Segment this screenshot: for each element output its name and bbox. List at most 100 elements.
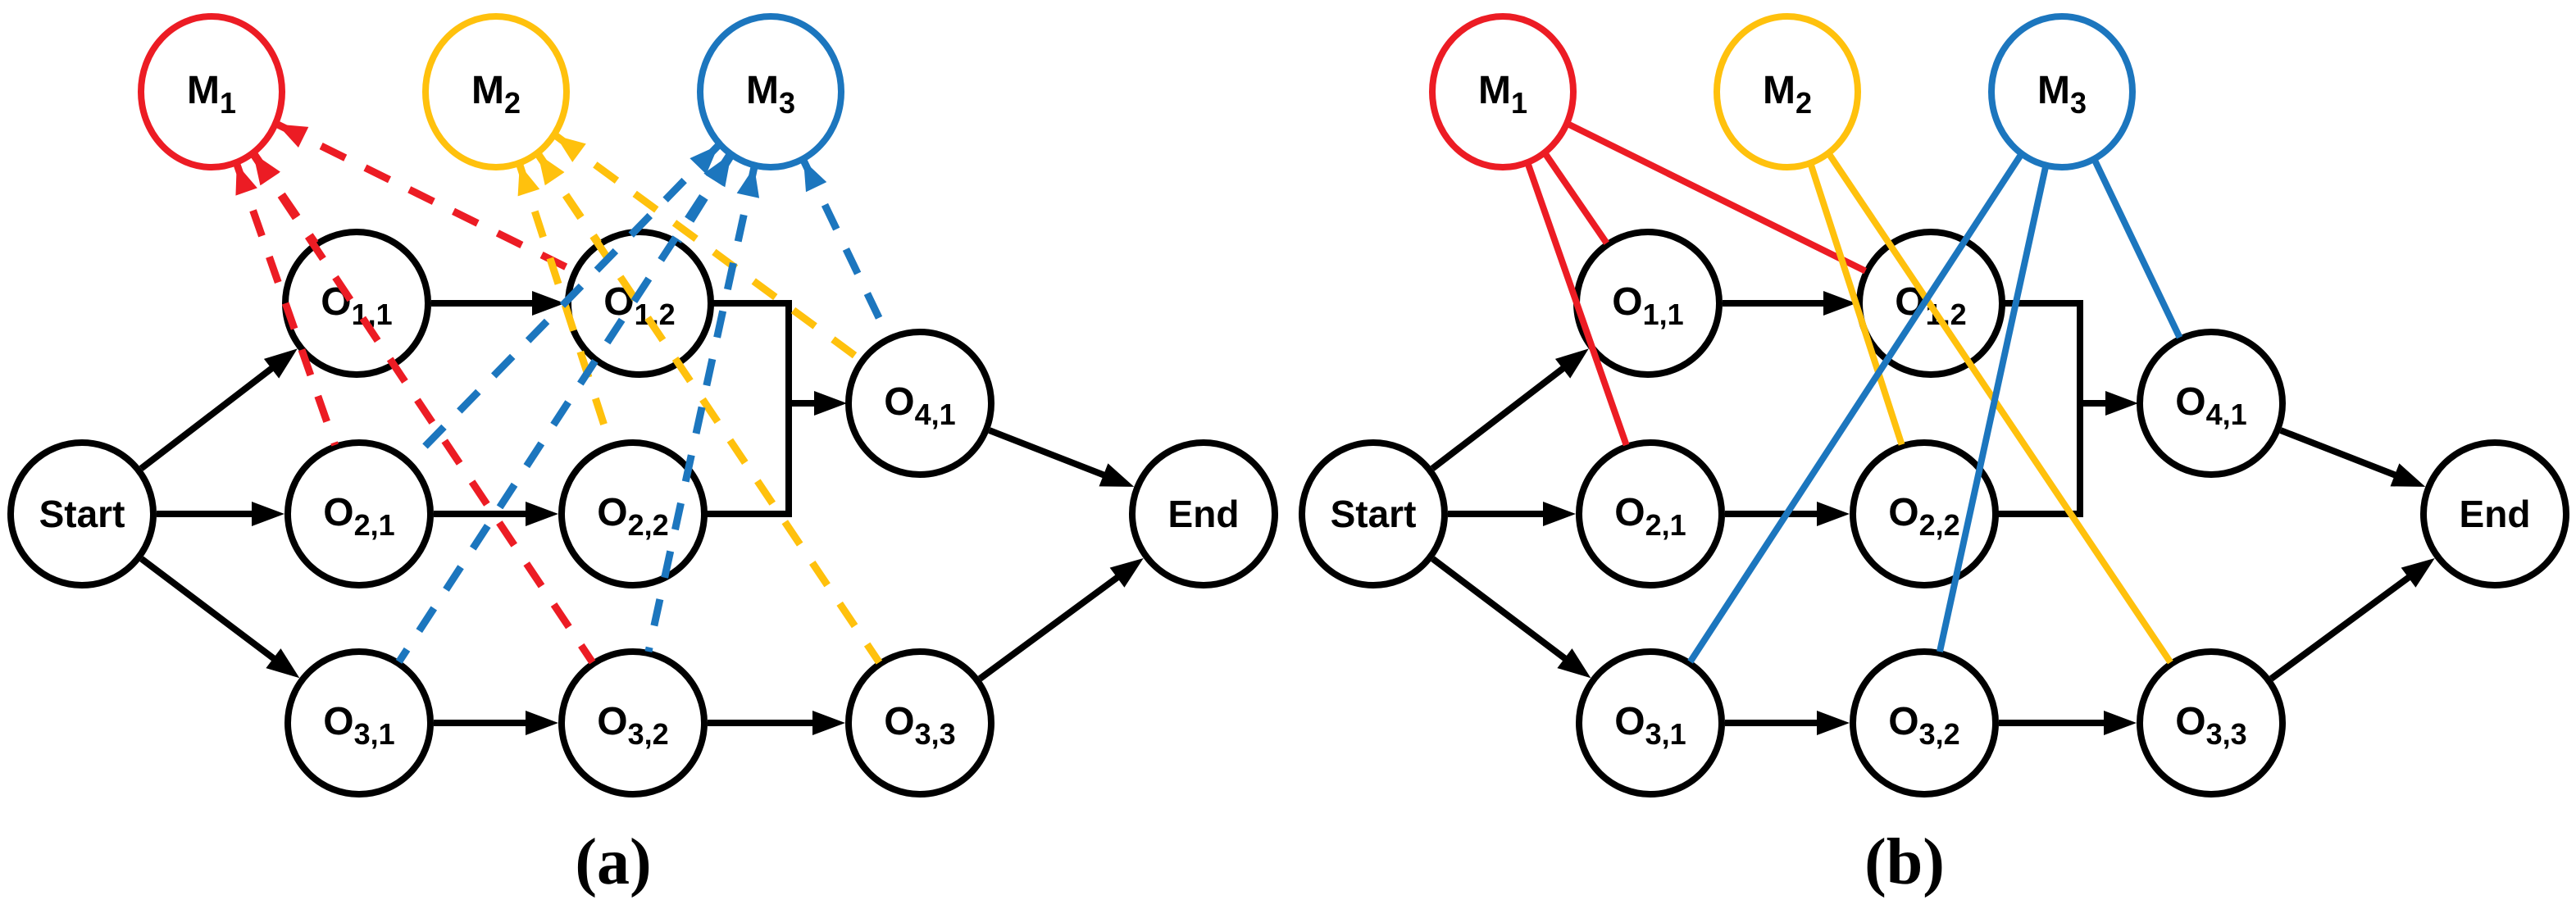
node-label-b-O2,2: O2,2 (1888, 491, 1959, 542)
assignment-edge-b-M2-O2,2 (1807, 163, 1905, 446)
node-label-b-O2,1: O2,1 (1614, 491, 1686, 542)
node-label-b-O3,3: O3,3 (2175, 700, 2246, 751)
precedence-edge-a-Start-O3,1 (139, 556, 280, 664)
machine-node-b-M3 (1988, 13, 2136, 170)
machine-arrowhead-a-M2-O4,1 (555, 135, 586, 162)
assignment-edge-a-M3-O4,1 (800, 158, 892, 339)
node-a-O3,2 (558, 648, 708, 798)
junction-connector-a (706, 300, 792, 517)
assignment-edge-b-M3-O3,2 (1937, 166, 2049, 652)
node-label-b-O3,1: O3,1 (1614, 700, 1686, 751)
node-a-O1,1 (282, 229, 431, 378)
assignment-edge-b-M1-O1,2 (1567, 120, 1867, 275)
machine-node-a-M3 (697, 13, 844, 170)
node-a-O4,1 (845, 329, 994, 478)
assignment-edge-b-M1-O1,1 (1542, 152, 1609, 245)
assignment-edge-b-M2-O3,3 (1826, 152, 2173, 665)
node-b-O4,1 (2137, 329, 2286, 478)
precedence-edge-b-Start-O3,1 (1431, 556, 1571, 664)
node-label-b-M2: M2 (1763, 69, 1812, 120)
node-label-a-M1: M1 (187, 69, 236, 120)
caption-a: (a) (575, 826, 651, 898)
machine-arrowhead-a-M2-O3,3 (538, 154, 564, 186)
precedence-edge-b-O4,1-End (2279, 427, 2401, 480)
node-a-O2,1 (284, 439, 434, 589)
precedence-edge-a-Start-O1,1 (139, 362, 278, 471)
node-a-O2,2 (558, 439, 708, 589)
arrowhead-a-O2,1-O2,2 (526, 502, 558, 526)
machine-node-b-M1 (1429, 13, 1577, 170)
machine-arrowhead-a-M2-O2,2 (517, 164, 540, 197)
node-a-O3,1 (284, 648, 434, 798)
assignment-edge-a-M3-O3,2 (644, 166, 758, 653)
machine-node-a-M1 (138, 13, 285, 170)
arrowhead-a-O3,3-End (1109, 557, 1144, 588)
assignment-edge-b-M1-O2,1 (1525, 162, 1630, 447)
node-label-a-O2,1: O2,1 (323, 491, 394, 542)
precedence-edge-b-Start-O1,1 (1430, 362, 1569, 471)
node-label-b-M3: M3 (2037, 69, 2087, 120)
node-a-O3,3 (845, 648, 994, 798)
node-label-a-O1,1: O1,1 (321, 280, 392, 331)
node-label-a-O4,1: O4,1 (884, 380, 955, 431)
assignment-edge-a-M3-O2,1 (407, 142, 721, 465)
arrowhead-a-O4,1-End (1099, 463, 1135, 487)
assignment-edge-a-M1-O2,1 (233, 162, 339, 447)
assignment-edge-a-M1-O3,2 (250, 152, 596, 665)
assignment-edge-a-M2-O3,3 (535, 152, 883, 665)
node-label-b-O1,1: O1,1 (1612, 280, 1683, 331)
assignment-edge-b-M3-O3,1 (1687, 152, 2024, 664)
arrowhead-a-O3,1-O3,2 (526, 711, 558, 735)
node-a-Start (7, 439, 157, 589)
arrowhead-b-Start-O2,1 (1543, 502, 1576, 526)
caption-b: (b) (1864, 826, 1945, 898)
junction-connector-b (1997, 300, 2083, 517)
node-label-a-M3: M3 (746, 69, 795, 120)
node-label-a-O3,2: O3,2 (597, 700, 668, 751)
arrowhead-b-Start-O3,1 (1557, 648, 1591, 679)
node-label-b-Start: Start (1331, 493, 1417, 535)
arrowhead-b-O4,1-End (2390, 463, 2426, 487)
machine-arrowhead-a-M1-O1,2 (276, 124, 309, 148)
node-label-a-Start: Start (39, 493, 125, 535)
junction-arrowhead-a (814, 391, 847, 416)
machine-arrowhead-a-M1-O2,1 (235, 164, 257, 196)
node-label-a-End: End (1168, 493, 1240, 535)
arrowhead-b-O2,1-O2,2 (1817, 502, 1850, 526)
node-b-End (2420, 439, 2569, 589)
arrowhead-a-Start-O1,1 (263, 348, 298, 379)
machine-arrowhead-a-M3-O4,1 (803, 160, 827, 193)
precedence-edge-b-O3,3-End (2269, 571, 2414, 682)
assignment-edge-a-M3-O3,1 (395, 152, 733, 664)
machine-node-a-M2 (422, 13, 570, 170)
arrowhead-a-O1,1-O1,2 (532, 291, 565, 316)
machine-arrowhead-a-M3-O2,1 (690, 145, 719, 175)
machine-arrowhead-a-M3-O3,1 (703, 155, 730, 186)
node-label-a-O2,2: O2,2 (597, 491, 668, 542)
precedence-edge-a-O4,1-End (988, 427, 1110, 480)
node-label-a-O3,1: O3,1 (323, 700, 394, 751)
precedence-edge-a-O3,3-End (977, 571, 1123, 682)
machine-arrowhead-a-M3-O3,2 (736, 166, 760, 198)
node-label-b-O4,1: O4,1 (2175, 380, 2246, 431)
arrowhead-b-O3,1-O3,2 (1817, 711, 1850, 735)
node-b-Start (1299, 439, 1448, 589)
node-b-O3,2 (1850, 648, 1999, 798)
node-label-b-O3,2: O3,2 (1888, 700, 1959, 751)
node-a-End (1129, 439, 1278, 589)
node-b-O3,1 (1576, 648, 1725, 798)
arrowhead-b-O3,2-O3,3 (2104, 711, 2137, 735)
assignment-edge-b-M3-O4,1 (2091, 158, 2183, 339)
arrowhead-a-Start-O3,1 (266, 648, 300, 679)
node-label-a-M2: M2 (471, 69, 521, 120)
arrowhead-a-O3,2-O3,3 (812, 711, 845, 735)
arrowhead-b-Start-O1,1 (1554, 348, 1589, 379)
node-label-b-M1: M1 (1478, 69, 1527, 120)
node-b-O2,1 (1576, 439, 1725, 589)
arrowhead-b-O3,3-End (2401, 557, 2435, 588)
node-b-O3,3 (2137, 648, 2286, 798)
